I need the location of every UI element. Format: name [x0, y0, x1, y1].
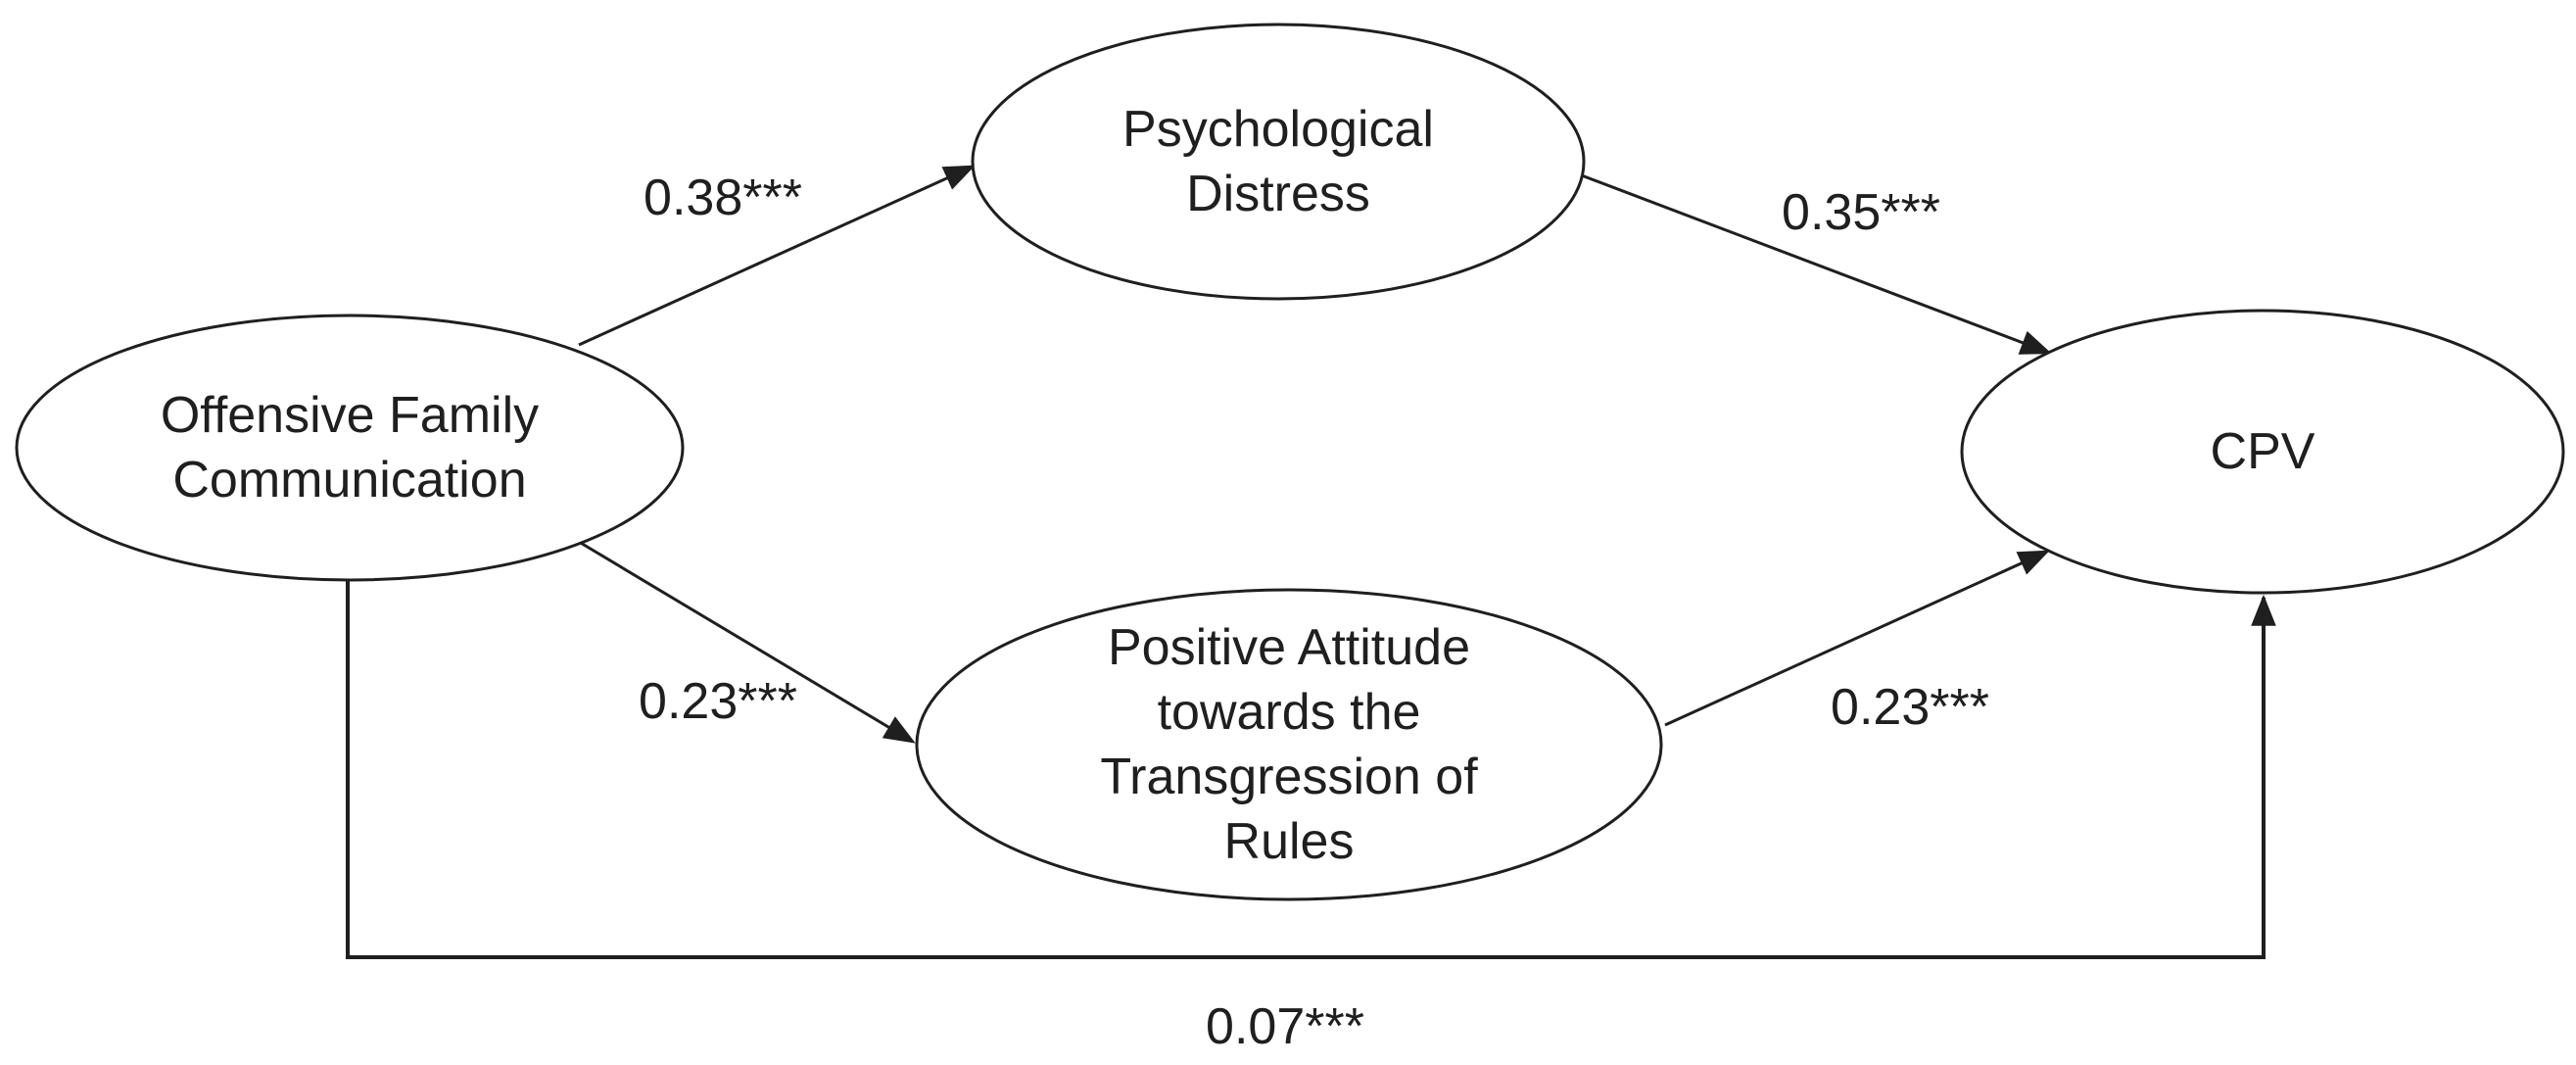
- edge-ofc-to-distress-arrow: [578, 165, 976, 347]
- node-offensive-family-communication-ellipse: [15, 314, 685, 582]
- edge-distress-to-cpv-arrow: [1578, 172, 2052, 355]
- node-positive-attitude-ellipse: [915, 588, 1663, 901]
- coefficient-distress-cpv: 0.35***: [1782, 184, 1940, 241]
- coefficient-ofc-cpv-direct: 0.07***: [1206, 998, 1364, 1055]
- edge-ofc-to-attitude-arrow: [578, 540, 916, 744]
- coefficient-ofc-attitude: 0.23***: [639, 673, 797, 730]
- node-cpv-label: CPV: [2211, 423, 2315, 480]
- coefficient-attitude-cpv: 0.23***: [1831, 679, 1989, 736]
- coefficient-ofc-distress: 0.38***: [644, 169, 802, 226]
- edge-attitude-to-cpv-arrow: [1664, 550, 2050, 727]
- node-psychological-distress-ellipse: [971, 23, 1586, 301]
- node-cpv-ellipse: [1960, 309, 2565, 595]
- edge-ofc-to-cpv-direct-arrow: [346, 580, 2276, 959]
